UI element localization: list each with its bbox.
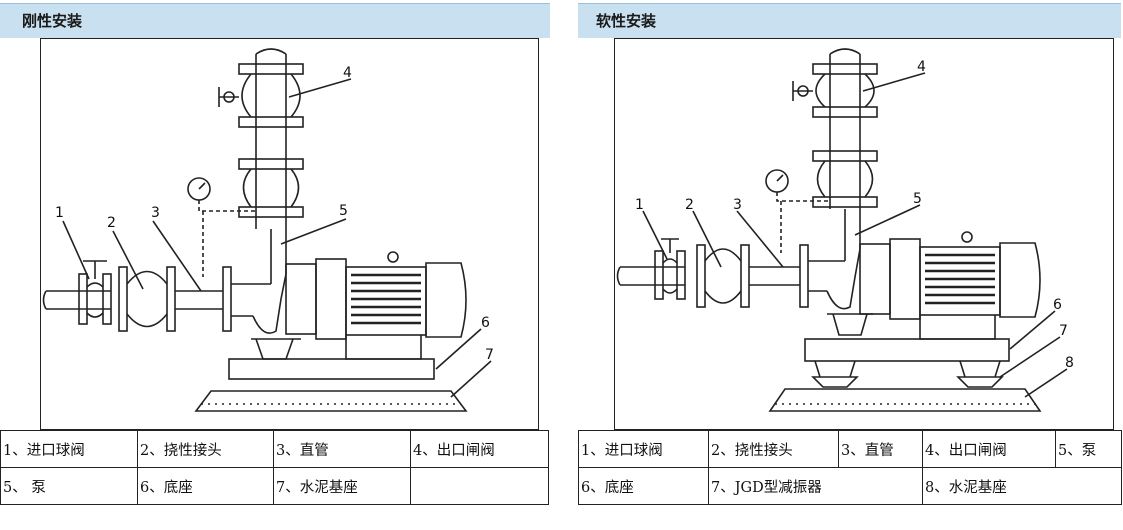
table-row: 6、底座 7、JGD型减振器 8、水泥基座 — [578, 467, 1122, 505]
callout-7: 7 — [485, 347, 494, 363]
table-row: 5、 泵 6、底座 7、水泥基座 — [0, 467, 549, 505]
table-row: 1、进口球阀 2、挠性接头 3、直管 4、出口闸阀 — [0, 430, 549, 468]
legend-cell: 3、直管 — [838, 430, 923, 468]
callout-3: 3 — [151, 205, 160, 221]
legend-cell: 2、挠性接头 — [137, 430, 274, 468]
panel-title: 刚性安装 — [0, 3, 550, 38]
legend-cell: 4、出口闸阀 — [922, 430, 1056, 468]
callout-3: 3 — [733, 197, 742, 213]
legend-table: 1、进口球阀 2、挠性接头 3、直管 4、出口闸阀 5、 泵 6、底座 7、水泥… — [0, 430, 549, 505]
callout-5: 5 — [339, 203, 348, 219]
legend-table: 1、进口球阀 2、挠性接头 3、直管 4、出口闸阀 5、泵 6、底座 7、JGD… — [578, 430, 1122, 505]
legend-cell: 8、水泥基座 — [922, 467, 1122, 505]
callout-6: 6 — [481, 315, 490, 331]
pump-drawing-flexible: 1 2 3 4 5 6 7 8 — [616, 48, 1074, 412]
callout-6: 6 — [1053, 297, 1062, 313]
legend-cell: 1、进口球阀 — [578, 430, 709, 468]
pump-drawing-rigid: 1 2 3 4 5 6 7 — [42, 48, 494, 412]
callout-4: 4 — [917, 59, 926, 75]
legend-cell: 5、 泵 — [0, 467, 138, 505]
legend-cell: 6、底座 — [137, 467, 274, 505]
flexible-installation-diagram: 1 2 3 4 5 6 7 8 — [614, 38, 1114, 430]
legend-cell: 7、JGD型减振器 — [708, 467, 923, 505]
callout-5: 5 — [913, 191, 922, 207]
legend-cell: 3、直管 — [273, 430, 411, 468]
callout-8: 8 — [1065, 355, 1074, 371]
callout-4: 4 — [343, 65, 352, 81]
legend-cell: 1、进口球阀 — [0, 430, 138, 468]
legend-cell: 5、泵 — [1055, 430, 1122, 468]
callout-2: 2 — [685, 197, 694, 213]
rigid-installation-diagram: 1 2 3 4 5 6 7 — [40, 38, 539, 430]
legend-cell — [410, 467, 549, 505]
legend-cell: 2、挠性接头 — [708, 430, 839, 468]
panel-title: 软性安装 — [578, 3, 1121, 38]
callout-1: 1 — [635, 197, 644, 213]
callout-1: 1 — [55, 205, 64, 221]
callout-2: 2 — [107, 215, 116, 231]
legend-cell: 6、底座 — [578, 467, 709, 505]
legend-cell: 4、出口闸阀 — [410, 430, 549, 468]
table-row: 1、进口球阀 2、挠性接头 3、直管 4、出口闸阀 5、泵 — [578, 430, 1122, 468]
callout-7: 7 — [1059, 323, 1068, 339]
legend-cell: 7、水泥基座 — [273, 467, 411, 505]
